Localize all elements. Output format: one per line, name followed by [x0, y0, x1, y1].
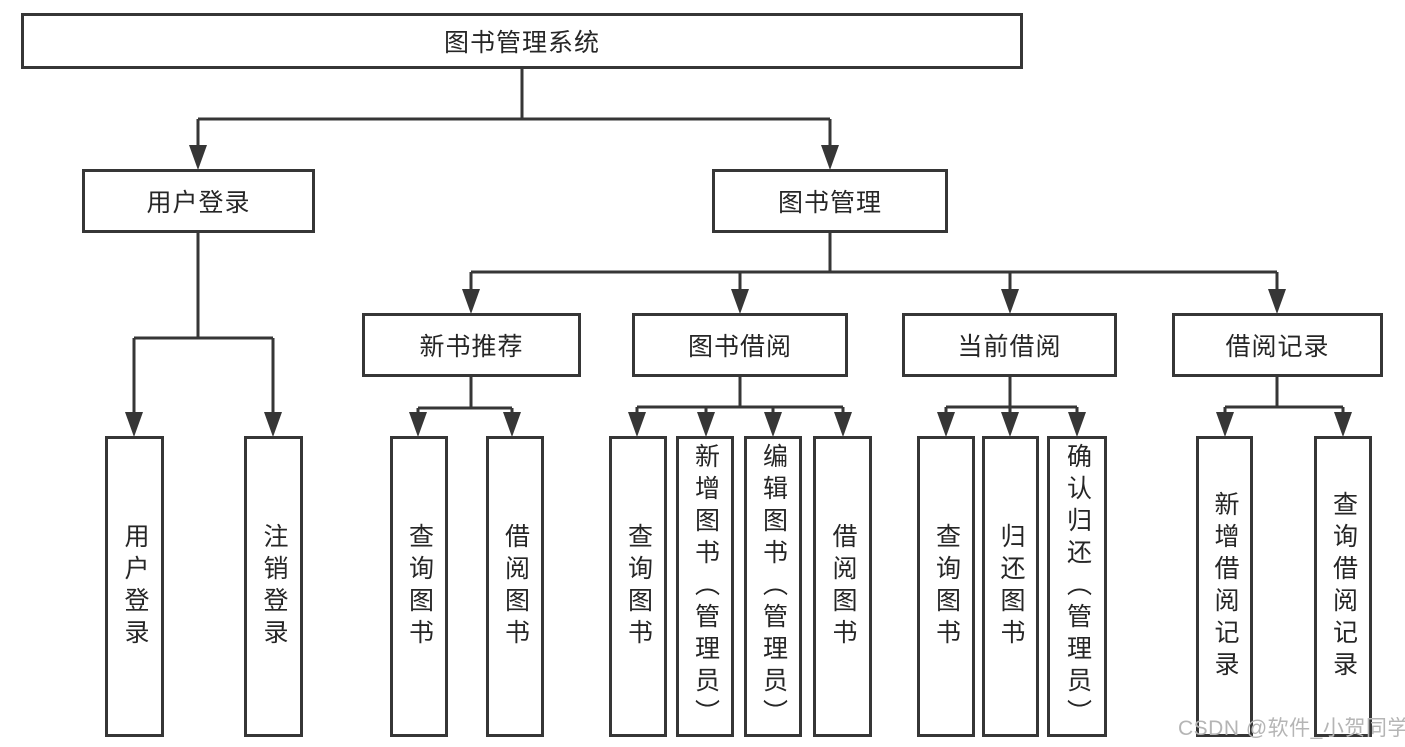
- leaf-query-borrow-record: 查询借阅记录: [1314, 436, 1372, 737]
- node-label: 新书推荐: [419, 333, 524, 361]
- leaf-add-borrow-record: 新增借阅记录: [1196, 436, 1253, 737]
- node-label: 当前借阅: [957, 333, 1062, 361]
- node-label: 归还图书: [997, 522, 1025, 651]
- node-label: 用户登录: [146, 189, 251, 217]
- leaf-edit-book-admin: 编辑图书（管理员）: [744, 436, 802, 737]
- node-label: 图书管理: [777, 189, 882, 217]
- node-new-book-recommend: 新书推荐: [362, 313, 581, 377]
- node-user-login: 用户登录: [82, 169, 315, 233]
- leaf-confirm-return-admin: 确认归还（管理员）: [1047, 436, 1107, 737]
- node-current-borrow: 当前借阅: [902, 313, 1117, 377]
- leaf-logout: 注销登录: [244, 436, 303, 737]
- node-label: 新增图书（管理员）: [691, 442, 720, 731]
- node-book-borrow: 图书借阅: [632, 313, 848, 377]
- node-label: 借阅图书: [501, 522, 530, 651]
- leaf-borrow-books-recommend: 借阅图书: [486, 436, 544, 737]
- node-label: 查询借阅记录: [1329, 490, 1358, 683]
- node-root-library-system: 图书管理系统: [21, 13, 1023, 69]
- node-label: 确认归还（管理员）: [1063, 442, 1092, 731]
- leaf-user-login: 用户登录: [105, 436, 164, 737]
- node-label: 查询图书: [932, 522, 961, 651]
- leaf-query-books-borrow: 查询图书: [609, 436, 667, 737]
- leaf-add-book-admin: 新增图书（管理员）: [676, 436, 734, 737]
- leaf-query-books-recommend: 查询图书: [390, 436, 448, 737]
- leaf-query-books-current: 查询图书: [917, 436, 975, 737]
- node-label: 查询图书: [405, 522, 434, 651]
- leaf-return-book: 归还图书: [982, 436, 1039, 737]
- csdn-watermark: CSDN @软件_小贺同学: [1178, 717, 1405, 740]
- leaf-borrow-books-borrow: 借阅图书: [813, 436, 872, 737]
- node-borrow-records: 借阅记录: [1172, 313, 1383, 377]
- node-label: 新增借阅记录: [1211, 490, 1239, 683]
- node-label: 图书借阅: [687, 333, 792, 361]
- node-label: 借阅图书: [829, 522, 857, 651]
- node-label: 借阅记录: [1225, 333, 1330, 361]
- node-label: 用户登录: [121, 522, 149, 651]
- node-book-management: 图书管理: [712, 169, 948, 233]
- node-label: 查询图书: [624, 522, 653, 651]
- node-label: 编辑图书（管理员）: [759, 442, 788, 731]
- node-label: 注销登录: [260, 522, 288, 651]
- node-label: 图书管理系统: [443, 29, 600, 57]
